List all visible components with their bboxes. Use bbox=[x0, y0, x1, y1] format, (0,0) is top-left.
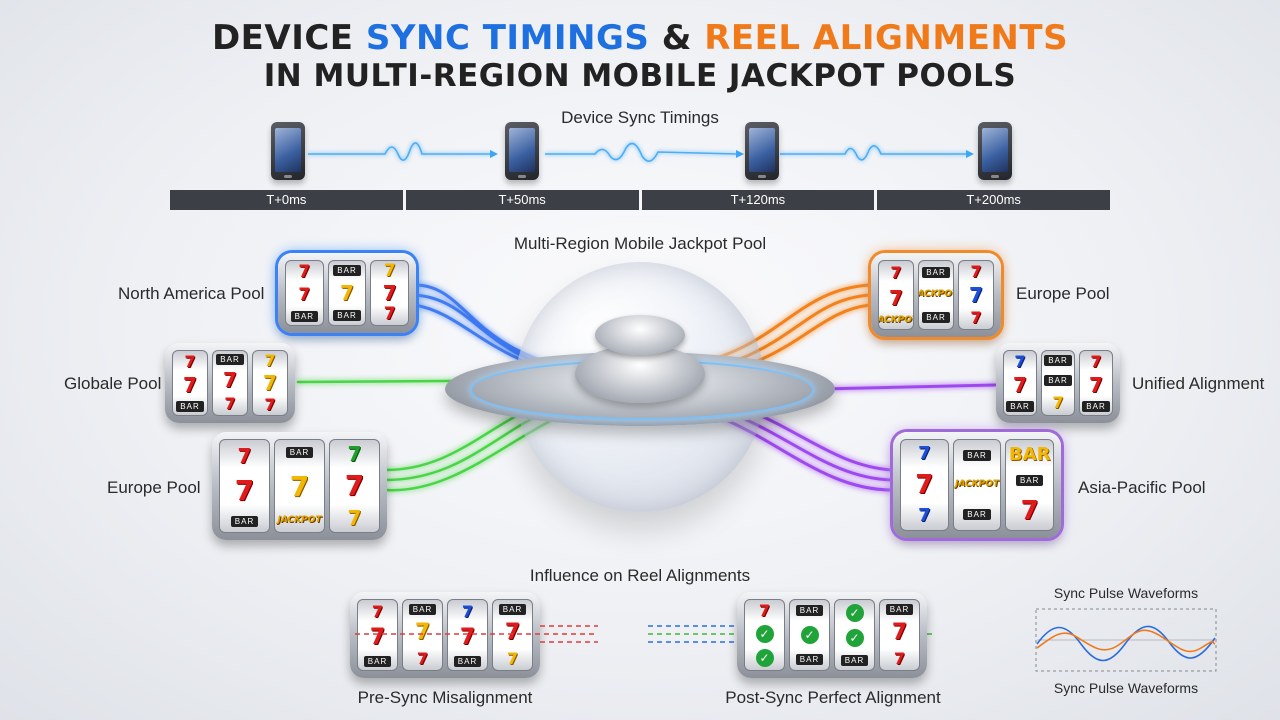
check-icon: ✓ bbox=[755, 625, 774, 643]
signal-1 bbox=[308, 142, 492, 161]
timestamp-1: T+50ms bbox=[405, 190, 639, 210]
label-pre-sync: Pre-Sync Misalignment bbox=[357, 688, 533, 707]
label-post-sync: Post-Sync Perfect Alignment bbox=[725, 688, 941, 707]
label-unified-alignment: Unified Alignment bbox=[1132, 374, 1265, 393]
label-north-america-pool: North America Pool bbox=[118, 284, 265, 303]
arrow-2 bbox=[736, 150, 744, 158]
pool-heading: Multi-Region Mobile Jackpot Pool bbox=[513, 234, 767, 253]
waveform-blue bbox=[1036, 625, 1216, 662]
page-title-line1: DEVICE SYNC TIMINGS & REEL ALIGNMENTS bbox=[0, 18, 1280, 58]
check-icon: ✓ bbox=[800, 626, 819, 644]
sync-heading: Device Sync Timings bbox=[561, 108, 719, 127]
reel: BAR✓BAR bbox=[789, 599, 830, 671]
label-globale-pool: Globale Pool bbox=[64, 374, 162, 393]
phone-icon-4 bbox=[978, 122, 1012, 180]
reel: 77JACKPOT bbox=[878, 260, 914, 330]
waveform-label-bottom: Sync Pulse Waveforms bbox=[1053, 680, 1199, 696]
title-ampersand: & bbox=[649, 18, 705, 58]
signal-3 bbox=[780, 145, 968, 161]
signal-2 bbox=[545, 142, 739, 162]
title-reel-alignments: REEL ALIGNMENTS bbox=[704, 18, 1069, 58]
influence-heading: Influence on Reel Alignments bbox=[529, 566, 751, 585]
page-title-line2: IN MULTI-REGION MOBILE JACKPOT POOLS bbox=[263, 58, 1017, 94]
label-asia-pacific-pool: Asia-Pacific Pool bbox=[1078, 478, 1206, 497]
arrow-1 bbox=[490, 150, 498, 158]
sync-timeline: T+0ms T+50ms T+120ms T+200ms bbox=[170, 190, 1110, 210]
check-icon: ✓ bbox=[755, 649, 774, 667]
timestamp-2: T+120ms bbox=[641, 190, 875, 210]
check-icon: ✓ bbox=[845, 629, 864, 648]
phone-icon-2 bbox=[505, 122, 539, 180]
waveform-orange bbox=[1036, 629, 1216, 653]
phone-icon-3 bbox=[745, 122, 779, 180]
title-device: DEVICE bbox=[211, 18, 366, 58]
hub-top bbox=[595, 315, 685, 355]
waveform-panel bbox=[1035, 608, 1217, 672]
waveform-label-top: Sync Pulse Waveforms bbox=[1053, 585, 1199, 601]
timestamp-0: T+0ms bbox=[170, 190, 403, 210]
label-europe-pool-left: Europe Pool bbox=[107, 478, 201, 497]
reel: ✓✓BAR bbox=[834, 599, 875, 671]
label-europe-pool-right: Europe Pool bbox=[1016, 284, 1110, 303]
arrow-3 bbox=[966, 150, 974, 158]
title-sync-timings: SYNC TIMINGS bbox=[365, 18, 650, 58]
check-icon: ✓ bbox=[845, 603, 864, 622]
reel: 7✓✓ bbox=[744, 599, 785, 671]
timestamp-3: T+200ms bbox=[877, 190, 1110, 210]
phone-icon-1 bbox=[271, 122, 305, 180]
